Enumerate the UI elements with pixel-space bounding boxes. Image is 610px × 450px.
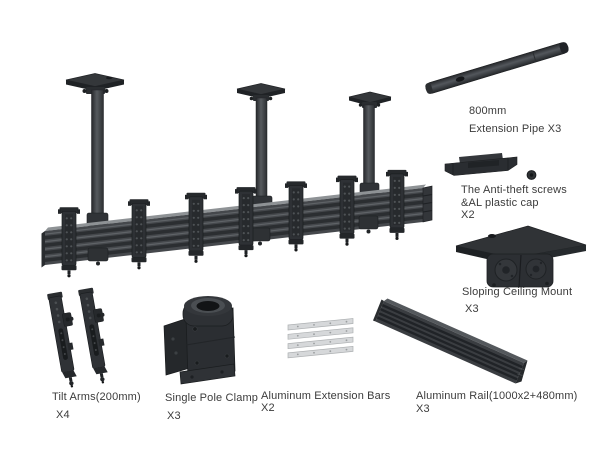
- sloping-ceiling-mount-figure: [455, 225, 587, 288]
- extension-bar: [287, 327, 354, 340]
- extension-bars-label-qty: X2: [261, 402, 275, 414]
- security-screw-figure: [526, 170, 537, 180]
- extension-pipe-label: 800mm Extension Pipe X3: [469, 102, 561, 138]
- extension-pipe-figure: [425, 42, 569, 94]
- pole-clamp-label-name: Single Pole Clamp: [165, 392, 259, 404]
- aluminum-rail-label-qty: X3: [416, 402, 430, 415]
- anti-theft-label-line1: The Anti-theft screws: [461, 184, 567, 196]
- extension-pipe-label-line1: 800mm: [469, 105, 507, 117]
- anti-theft-cap-figure: [444, 153, 518, 176]
- extension-bar: [287, 336, 354, 349]
- pole-clamp-label: Single Pole Clamp X3: [165, 389, 258, 425]
- aluminum-rail-label: Aluminum Rail(1000x2+480mm) X3: [416, 390, 577, 415]
- extension-bars-label-name: Aluminum Extension Bars: [261, 390, 391, 402]
- extension-bars-figure: [287, 318, 354, 359]
- tilt-arm: [77, 285, 117, 386]
- sloping-mount-label-name: Sloping Ceiling Mount: [462, 286, 573, 298]
- pole-rail-clamp: [87, 215, 379, 266]
- pole-clamp-label-qty: X3: [167, 410, 181, 422]
- tilt-arms-label: Tilt Arms(200mm) X4: [52, 388, 141, 424]
- extension-pipe-label-line2: Extension Pipe X3: [469, 123, 562, 135]
- sloping-mount-label: Sloping Ceiling Mount X3: [462, 284, 572, 318]
- tilt-arms-label-qty: X4: [56, 409, 70, 421]
- tilt-arms-label-name: Tilt Arms(200mm): [52, 391, 141, 403]
- aluminum-rail-figure: [373, 298, 528, 384]
- single-pole-clamp-figure: [163, 296, 236, 385]
- tilt-arms-figure: [46, 285, 117, 390]
- anti-theft-label-line2: &AL plastic cap: [461, 196, 539, 209]
- aluminum-rail-label-name: Aluminum Rail(1000x2+480mm): [416, 390, 578, 402]
- anti-theft-label-qty: X2: [461, 209, 475, 222]
- tilt-arm: [46, 289, 86, 390]
- extension-bar: [287, 318, 354, 331]
- anti-theft-label: The Anti-theft screws &AL plastic cap X2: [461, 184, 567, 222]
- sloping-mount-label-qty: X3: [465, 303, 479, 315]
- extension-bars-label: Aluminum Extension Bars X2: [261, 390, 390, 414]
- ceiling-mount-assembly: [41, 73, 433, 278]
- ceiling-pole: [65, 73, 125, 231]
- extension-bar: [287, 346, 354, 359]
